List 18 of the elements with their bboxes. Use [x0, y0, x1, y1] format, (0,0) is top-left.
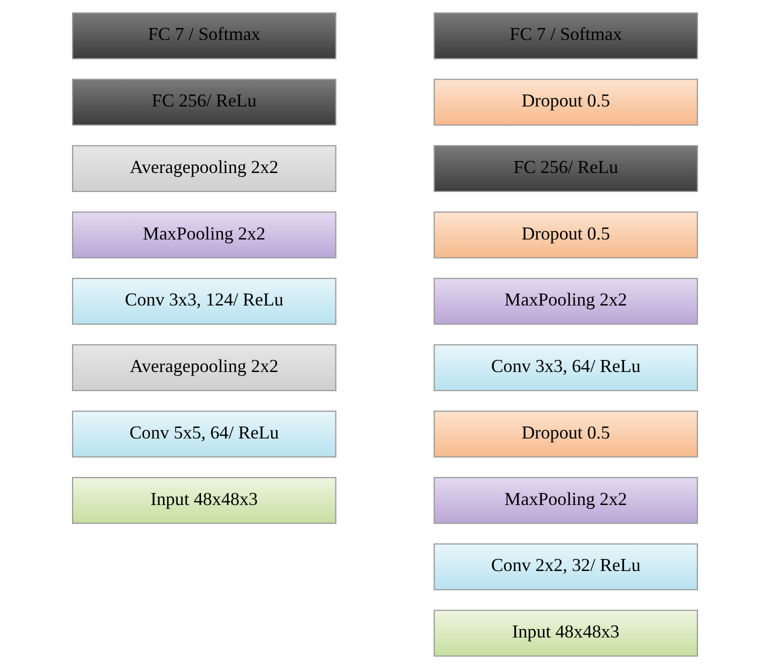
node-box: MaxPooling 2x2 — [434, 476, 698, 524]
node-box: Averagepooling 2x2 — [72, 145, 336, 192]
node-box: Conv 2x2, 32/ ReLu — [434, 543, 698, 590]
node-box: Input 48x48x3 — [434, 610, 698, 657]
node-box: Conv 3x3, 124/ ReLu — [72, 278, 336, 325]
node-box: MaxPooling 2x2 — [72, 211, 336, 258]
node-box: Conv 5x5, 64/ ReLu — [72, 410, 336, 458]
node-box: Dropout 0.5 — [434, 410, 698, 458]
node-box: FC 7 / Softmax — [434, 12, 698, 60]
node-box: Input 48x48x3 — [72, 476, 336, 524]
node-box: Dropout 0.5 — [434, 211, 698, 258]
node-box: Dropout 0.5 — [434, 78, 698, 126]
node-box: FC 7 / Softmax — [72, 12, 336, 60]
node-box: FC 256/ ReLu — [72, 78, 336, 126]
node-box: Averagepooling 2x2 — [72, 344, 336, 392]
node-box: FC 256/ ReLu — [434, 145, 698, 192]
node-box: Conv 3x3, 64/ ReLu — [434, 344, 698, 392]
node-box: MaxPooling 2x2 — [434, 278, 698, 325]
